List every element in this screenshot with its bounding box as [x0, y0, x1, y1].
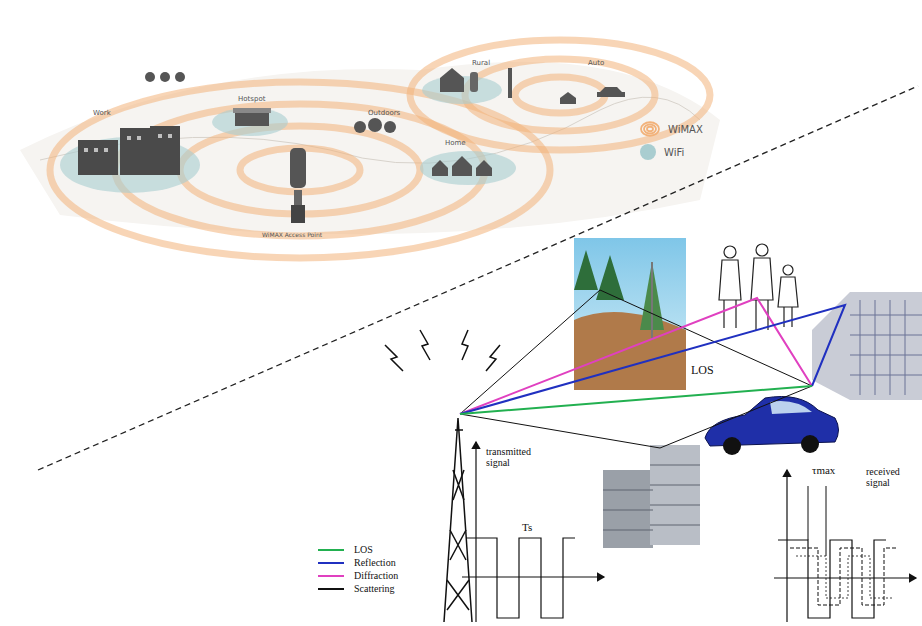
legend-row: LOS	[318, 544, 373, 555]
text-label: LOS	[689, 364, 716, 377]
legend-sample	[318, 559, 346, 567]
legend-sample	[318, 585, 346, 593]
text-label: τmax	[812, 464, 835, 476]
legend-text: Reflection	[354, 557, 396, 568]
legend-sample	[640, 121, 660, 137]
legend-text: WiMAX	[668, 124, 703, 135]
text-label: Rural	[472, 60, 490, 68]
legend-swatch	[640, 144, 656, 160]
text-label: Work	[93, 110, 111, 118]
coverage-map	[20, 40, 720, 258]
legend-row: Reflection	[318, 557, 396, 568]
legend-text: Scattering	[354, 583, 395, 594]
text-label: WiMAX Access Point	[262, 232, 322, 239]
text-label: Auto	[588, 60, 604, 68]
text-label: transmitted signal	[486, 446, 546, 468]
legend-text: LOS	[354, 544, 373, 555]
text-label: Outdoors	[368, 110, 400, 118]
legend-row: WiFi	[640, 144, 684, 160]
legend-text: WiFi	[664, 147, 684, 158]
text-label: Hotspot	[238, 96, 265, 104]
legend-text: Diffraction	[354, 570, 398, 581]
legend-row: Scattering	[318, 583, 395, 594]
legend-sample	[318, 572, 346, 580]
legend-row: Diffraction	[318, 570, 398, 581]
divider-line	[38, 86, 918, 470]
text-label: received signal	[866, 466, 912, 488]
legend-sample	[318, 546, 346, 554]
legend-row: WiMAX	[640, 121, 703, 137]
text-label: Ts	[522, 521, 532, 533]
text-label: Home	[445, 140, 466, 148]
multipath-scene	[385, 238, 922, 622]
